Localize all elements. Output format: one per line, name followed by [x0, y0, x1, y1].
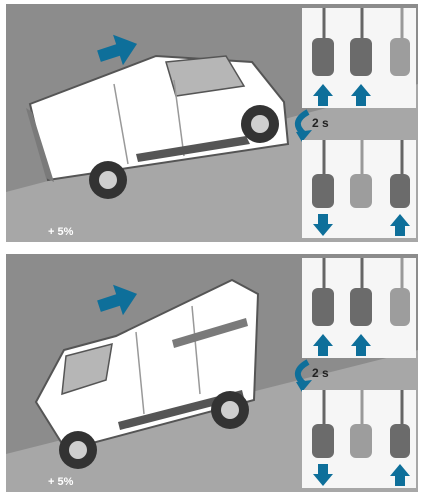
pedal-set-lower: [302, 390, 416, 488]
clutch-pedal: [312, 424, 334, 458]
pedal-set-upper: [302, 258, 416, 358]
arrow-up-icon: [390, 214, 410, 236]
clutch-pedal: [312, 38, 334, 76]
accelerator-pedal: [390, 174, 410, 208]
grade-label: + 5%: [48, 476, 73, 488]
brake-pedal: [350, 288, 372, 326]
arrow-up-icon: [313, 84, 333, 106]
hill-start-panel-uphill: 2 s + 5%: [6, 4, 418, 242]
accelerator-pedal: [390, 38, 410, 76]
pedal-set-upper: [302, 8, 416, 108]
arrow-down-icon: [313, 464, 333, 486]
clutch-pedal: [312, 174, 334, 208]
timer-label: 2 s: [312, 116, 329, 130]
arrow-up-icon: [313, 334, 333, 356]
arrow-up-icon: [390, 464, 410, 486]
pedal-set-lower: [302, 140, 416, 238]
arrow-up-icon: [351, 334, 371, 356]
hill-start-panel-downhill: 2 s + 5%: [6, 254, 418, 492]
brake-pedal: [350, 174, 372, 208]
arrow-up-icon: [351, 84, 371, 106]
arrow-down-icon: [313, 214, 333, 236]
grade-label: + 5%: [48, 226, 73, 238]
timer-label: 2 s: [312, 366, 329, 380]
brake-pedal: [350, 424, 372, 458]
accelerator-pedal: [390, 288, 410, 326]
clutch-pedal: [312, 288, 334, 326]
brake-pedal: [350, 38, 372, 76]
accelerator-pedal: [390, 424, 410, 458]
